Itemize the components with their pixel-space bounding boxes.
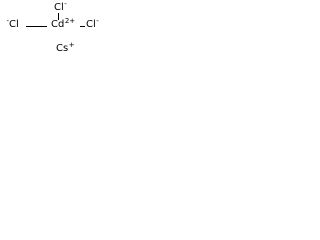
chemical-structure: Cl- -Cl Cd2+ Cl- Cs+	[0, 0, 112, 65]
cadmium-center: Cd2+	[51, 17, 76, 30]
chloride-left-symbol: Cl	[9, 19, 19, 30]
chloride-right: Cl-	[86, 17, 99, 30]
cadmium-charge: 2+	[64, 17, 76, 25]
chloride-right-charge: -	[96, 17, 99, 25]
cesium-ion: Cs+	[56, 41, 75, 54]
chloride-top-charge: -	[64, 0, 67, 8]
bond-cd-cl-left	[26, 26, 47, 27]
chloride-left-charge: -	[6, 17, 10, 25]
bond-cd-cl-top	[58, 13, 59, 20]
cesium-symbol: Cs	[56, 43, 69, 54]
chloride-top-symbol: Cl	[54, 2, 64, 13]
chloride-right-symbol: Cl	[86, 19, 96, 30]
cesium-charge: +	[68, 41, 75, 49]
bond-cd-cl-right	[80, 26, 85, 27]
chloride-left: -Cl	[6, 17, 19, 30]
chloride-top: Cl-	[54, 0, 67, 13]
cadmium-symbol: Cd	[51, 19, 65, 30]
